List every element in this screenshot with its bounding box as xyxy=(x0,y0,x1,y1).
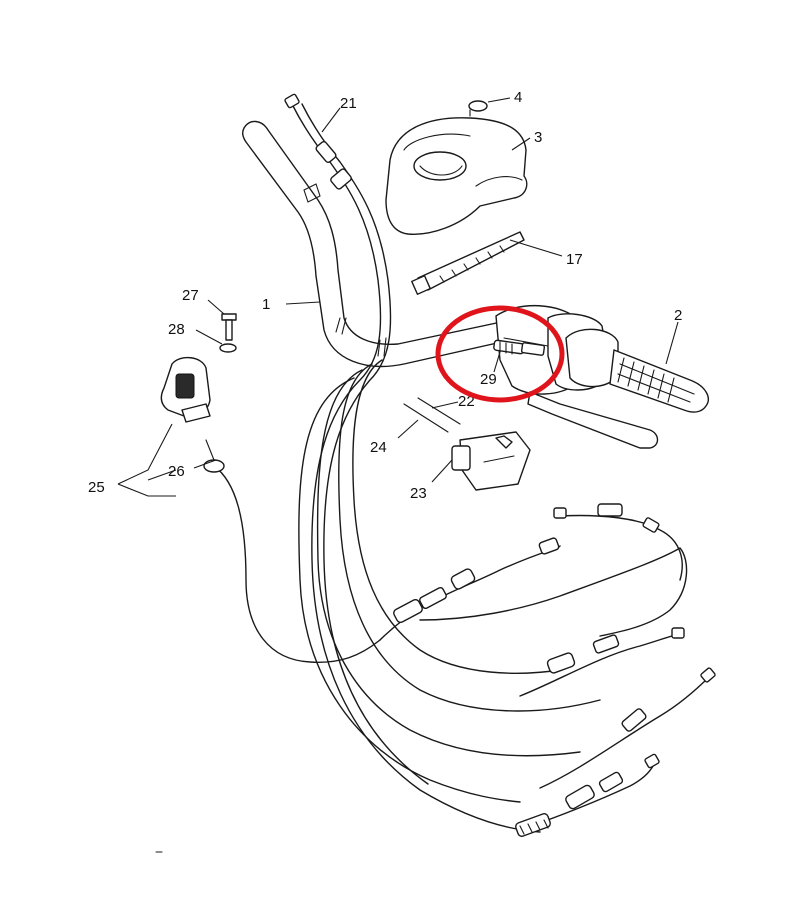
control-cables xyxy=(203,93,716,837)
callout-2: 2 xyxy=(674,307,682,324)
clutch-switch-assembly xyxy=(403,397,531,491)
grip-texture xyxy=(617,357,695,403)
callout-29: 29 xyxy=(480,371,497,388)
handlebar-cover xyxy=(385,100,528,235)
throttle-grip-assembly xyxy=(495,305,709,449)
callout-28: 28 xyxy=(168,321,185,338)
leader-lines xyxy=(117,97,679,497)
highlight-circle xyxy=(435,305,565,403)
callout-labels: 1 2 3 4 17 21 22 23 24 25 26 27 28 29 xyxy=(88,89,682,502)
cable-tie xyxy=(411,231,525,295)
callout-21: 21 xyxy=(340,95,357,112)
callout-25: 25 xyxy=(88,479,105,496)
callout-3: 3 xyxy=(534,129,542,146)
callout-24: 24 xyxy=(370,439,387,456)
callout-26: 26 xyxy=(168,463,185,480)
callout-27: 27 xyxy=(182,287,199,304)
left-switch-assembly xyxy=(160,313,237,423)
cover-cap xyxy=(468,100,488,112)
callout-4: 4 xyxy=(514,89,522,106)
callout-17: 17 xyxy=(566,251,583,268)
throttle-cable-adjuster xyxy=(493,339,546,356)
callout-23: 23 xyxy=(410,485,427,502)
callout-1: 1 xyxy=(262,296,270,313)
